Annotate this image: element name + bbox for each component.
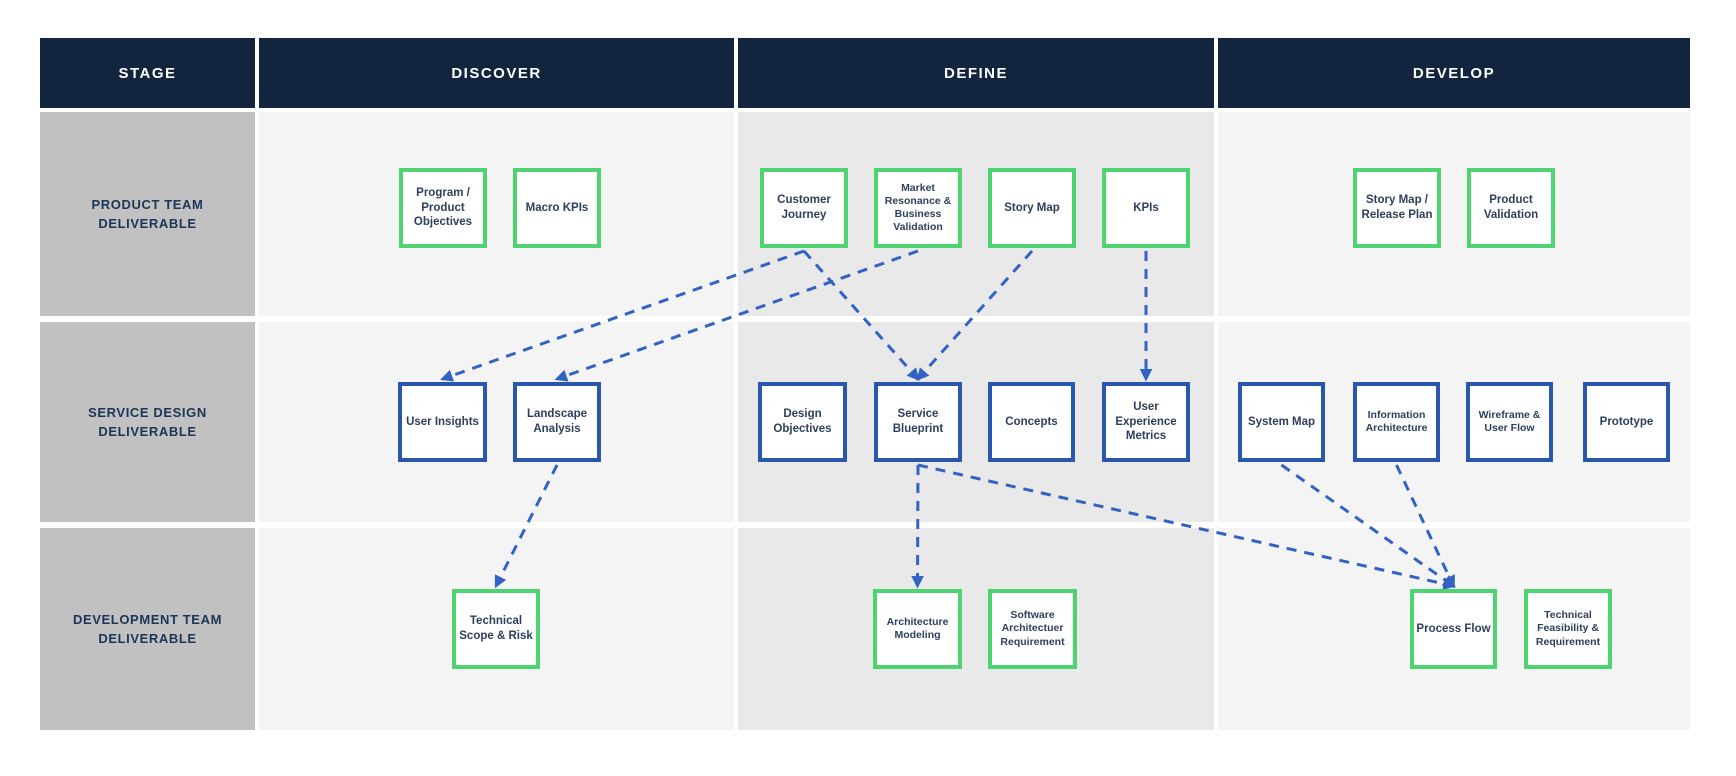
node-label: Macro KPIs [525, 201, 589, 214]
node-landscape-analysis: Landscape Analysis [513, 382, 601, 462]
node-wireframe-user-flow: Wireframe & User Flow [1466, 382, 1553, 462]
node-label: Landscape Analysis [526, 408, 588, 435]
node-label: Customer Journey [777, 194, 831, 221]
node-label: Information Architecture [1365, 408, 1428, 434]
node-architecture-modeling: Architecture Modeling [873, 589, 962, 669]
node-label: Design Objectives [773, 408, 832, 435]
node-label: Technical Feasibility & Requirement [1535, 609, 1601, 648]
node-label: Concepts [1005, 415, 1058, 428]
node-software-architectuer-requirement: Software Architectuer Requirement [988, 589, 1077, 669]
node-design-objectives: Design Objectives [758, 382, 847, 462]
node-information-architecture: Information Architecture [1353, 382, 1440, 462]
node-label: User Experience Metrics [1115, 400, 1177, 443]
row-label-development-team: DEVELOPMENT TEAM DELIVERABLE [40, 528, 255, 730]
node-label: System Map [1247, 415, 1316, 428]
node-label: Wireframe & User Flow [1478, 408, 1541, 434]
node-macro-kpis: Macro KPIs [513, 168, 601, 248]
node-service-blueprint: Service Blueprint [874, 382, 962, 462]
node-customer-journey: Customer Journey [760, 168, 848, 248]
node-story-map: Story Map [988, 168, 1076, 248]
cell-develop-product [1218, 112, 1690, 316]
node-program-product-objectives: Program / Product Objectives [399, 168, 487, 248]
node-user-insights: User Insights [398, 382, 487, 462]
node-label: Product Validation [1483, 194, 1539, 221]
node-system-map: System Map [1238, 382, 1325, 462]
header-define: DEFINE [738, 38, 1214, 108]
header-discover: DISCOVER [259, 38, 734, 108]
node-concepts: Concepts [988, 382, 1075, 462]
node-label: Technical Scope & Risk [459, 615, 533, 642]
node-market-resonance: Market Resonance & Business Validation [874, 168, 962, 248]
header-stage: STAGE [40, 38, 255, 108]
header-develop: DEVELOP [1218, 38, 1690, 108]
node-kpis: KPIs [1102, 168, 1190, 248]
row-label-service-design: SERVICE DESIGN DELIVERABLE [40, 322, 255, 522]
node-product-validation: Product Validation [1467, 168, 1555, 248]
node-label: Prototype [1599, 415, 1654, 428]
node-label: Program / Product Objectives [413, 186, 473, 229]
node-label: Market Resonance & Business Validation [884, 181, 952, 234]
node-label: Architecture Modeling [886, 615, 949, 641]
node-label: Story Map / Release Plan [1361, 194, 1433, 221]
node-label: Software Architectuer Requirement [1000, 609, 1065, 648]
node-process-flow: Process Flow [1410, 589, 1497, 669]
node-label: Service Blueprint [892, 408, 944, 435]
node-user-experience-metrics: User Experience Metrics [1102, 382, 1190, 462]
node-label: Process Flow [1416, 622, 1491, 635]
node-technical-scope-risk: Technical Scope & Risk [452, 589, 540, 669]
node-label: User Insights [406, 415, 479, 428]
node-label: Story Map [1004, 201, 1060, 214]
node-prototype: Prototype [1583, 382, 1670, 462]
node-technical-feasibility-requirement: Technical Feasibility & Requirement [1524, 589, 1612, 669]
node-label: KPIs [1133, 201, 1159, 214]
node-story-map-release-plan: Story Map / Release Plan [1353, 168, 1441, 248]
row-label-product-team: PRODUCT TEAM DELIVERABLE [40, 112, 255, 316]
